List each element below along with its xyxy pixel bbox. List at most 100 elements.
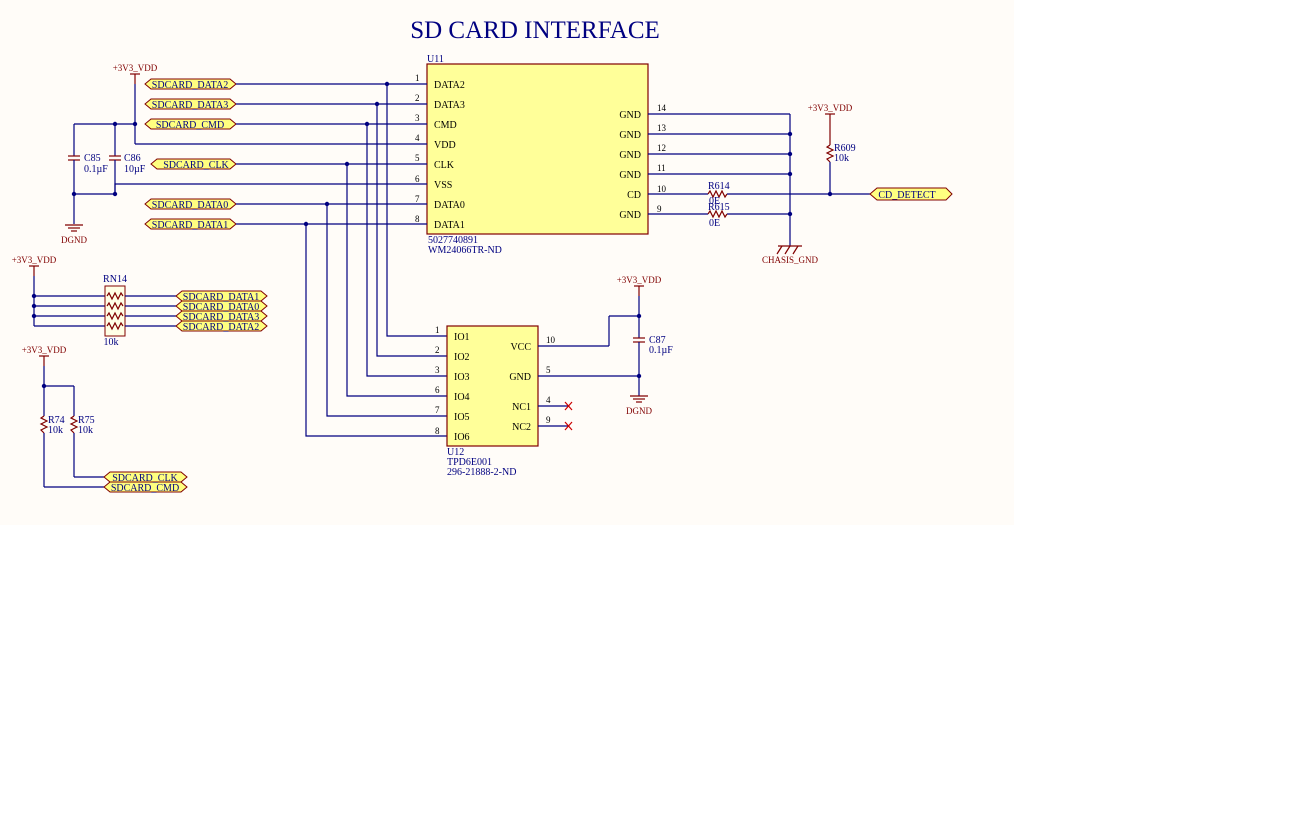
u12-pin-num: 10 <box>546 335 556 345</box>
net-label: SDCARD_CLK <box>112 473 178 484</box>
u12-power-net <box>558 285 648 403</box>
c87-ref: C87 <box>649 335 666 346</box>
net-label: SDCARD_DATA0 <box>183 302 259 313</box>
net-label: SDCARD_DATA3 <box>152 100 228 111</box>
c85-ref: C85 <box>84 153 101 164</box>
u11-pin-num: 8 <box>415 214 420 224</box>
chassis-gnd-label: CHASIS_GND <box>762 255 819 265</box>
r614-ref: R614 <box>708 181 730 192</box>
dgnd-label: DGND <box>61 235 87 245</box>
u12-pin-num: 4 <box>546 395 551 405</box>
u11-pin-num: 12 <box>657 143 666 153</box>
u11-pin-num: 2 <box>415 93 420 103</box>
u11-left-pins <box>407 83 427 225</box>
u12-ref: U12 <box>447 447 464 458</box>
r74-ref: R74 <box>48 415 65 426</box>
u11-pin-num: 14 <box>657 103 667 113</box>
u11-pin-name: GND <box>619 210 641 221</box>
u11-pin-num: 7 <box>415 194 420 204</box>
u11-pin-name: GND <box>619 130 641 141</box>
u11-pin-name: GND <box>619 170 641 181</box>
u12-pin-name: IO6 <box>454 432 470 443</box>
u11-pin-num: 3 <box>415 113 420 123</box>
u11-pin-num: 13 <box>657 123 667 133</box>
u12-pin-num: 3 <box>435 365 440 375</box>
u11-pin-name: GND <box>619 110 641 121</box>
u12-pin-name: IO3 <box>454 372 470 383</box>
u11-pin-num: 9 <box>657 204 662 214</box>
u12-pin-name: IO2 <box>454 352 470 363</box>
c86-value: 10µF <box>124 164 146 175</box>
u11-pin-num: 10 <box>657 184 667 194</box>
signal-wires <box>236 81 447 437</box>
r75-value: 10k <box>78 425 93 436</box>
r615-value: 0E <box>709 218 720 229</box>
r615-ref: R615 <box>708 202 730 213</box>
net-label: SDCARD_DATA2 <box>183 322 259 333</box>
rn14-ref: RN14 <box>103 274 127 285</box>
u12-pin-num: 6 <box>435 385 440 395</box>
u11-power-net <box>65 73 407 232</box>
u12-part1: TPD6E001 <box>447 457 492 468</box>
u12-pins <box>538 345 573 431</box>
u12-part2: 296-21888-2-ND <box>447 467 516 478</box>
u11-input-ports <box>144 78 237 230</box>
u11-pin-num: 11 <box>657 163 666 173</box>
cd-detect-port <box>869 187 953 201</box>
u11-pin-name: CD <box>627 190 641 201</box>
u11-pin-name: CLK <box>434 160 455 171</box>
r615-resistor <box>668 209 728 219</box>
u12-body <box>446 325 539 447</box>
page-title: SD CARD INTERFACE <box>410 17 660 44</box>
net-label: SDCARD_CMD <box>156 120 224 131</box>
u11-pin-name: DATA2 <box>434 80 465 91</box>
u12-pin-name: IO4 <box>454 392 470 403</box>
r614-value: 0E <box>709 196 720 207</box>
u12-pin-num: 2 <box>435 345 440 355</box>
r74-value: 10k <box>48 425 63 436</box>
r614-resistor <box>668 189 870 199</box>
u11-pin-name: VSS <box>434 180 452 191</box>
schematic-diagram: SD CARD INTERFACE U11 5027740891 WM24066… <box>12 17 953 494</box>
u12-pin-name: IO5 <box>454 412 470 423</box>
c87-value: 0.1µF <box>649 345 673 356</box>
u12-pin-num: 9 <box>546 415 551 425</box>
r75-ref: R75 <box>78 415 95 426</box>
u11-pin-name: DATA1 <box>434 220 465 231</box>
u11-pin-num: 1 <box>415 73 420 83</box>
u12-pin-name: VCC <box>510 342 531 353</box>
rn14-value: 10k <box>104 337 119 348</box>
u11-pin-name: DATA0 <box>434 200 465 211</box>
u11-part1: 5027740891 <box>428 235 478 246</box>
rn14-network <box>29 265 268 337</box>
net-label: SDCARD_CMD <box>111 483 179 494</box>
u11-pin-name: DATA3 <box>434 100 465 111</box>
r609-ref: R609 <box>834 143 856 154</box>
dgnd-label: DGND <box>626 406 652 416</box>
r609-resistor <box>825 113 835 197</box>
u12-pin-name: NC1 <box>512 402 531 413</box>
u11-pin-name: GND <box>619 150 641 161</box>
u11-body <box>426 63 649 235</box>
u11-pin-num: 4 <box>415 133 420 143</box>
net-label: SDCARD_DATA1 <box>183 292 259 303</box>
u11-pin-num: 6 <box>415 174 420 184</box>
r74-r75-pullups <box>39 355 188 493</box>
u12-pin-name: NC2 <box>512 422 531 433</box>
u12-pin-num: 7 <box>435 405 440 415</box>
u11-pin-name: CMD <box>434 120 457 131</box>
vdd-label: +3V3_VDD <box>22 345 67 355</box>
u12-pin-name: IO1 <box>454 332 470 343</box>
u12-pin-num: 8 <box>435 426 440 436</box>
vdd-label: +3V3_VDD <box>617 275 662 285</box>
u11-pin-name: VDD <box>434 140 456 151</box>
u11-pin-num: 5 <box>415 153 420 163</box>
chassis-gnd-net <box>668 113 802 255</box>
net-label: SDCARD_DATA3 <box>183 312 259 323</box>
u11-ref: U11 <box>427 54 444 65</box>
vdd-label: +3V3_VDD <box>808 103 853 113</box>
r609-value: 10k <box>834 153 849 164</box>
net-label: SDCARD_DATA0 <box>152 200 228 211</box>
u11-right-pins <box>648 113 668 215</box>
net-label: SDCARD_DATA1 <box>152 220 228 231</box>
